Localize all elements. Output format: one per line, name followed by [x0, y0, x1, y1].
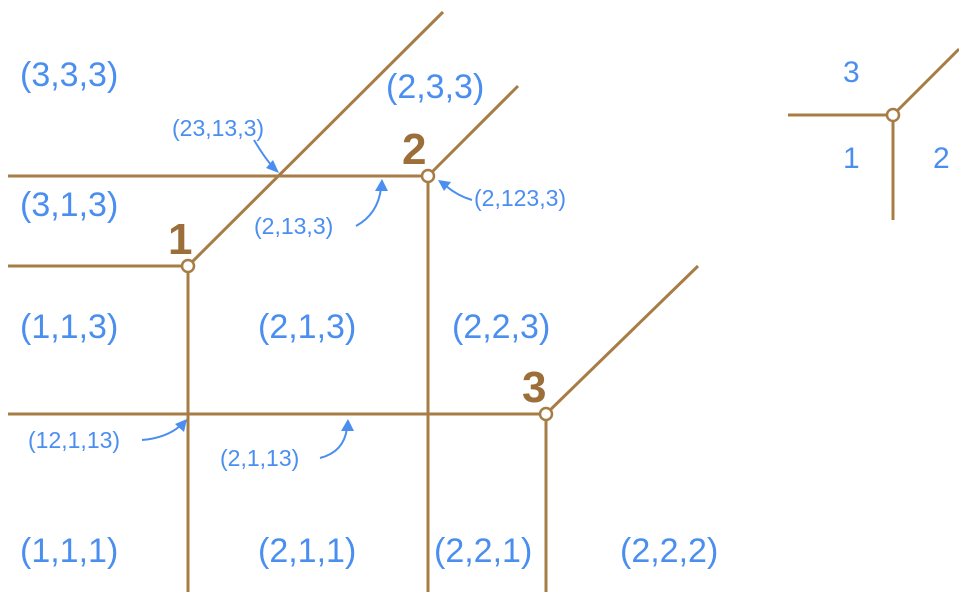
legend: 3 1 2: [843, 56, 950, 175]
edge-label-2-1-13: (2,1,13): [220, 445, 299, 471]
vertex-3-marker: [538, 406, 554, 422]
edge-vertex2-diagonal: [426, 84, 520, 178]
region-label-113: (1,1,3): [20, 308, 118, 346]
region-label-233: (2,3,3): [386, 68, 484, 106]
legend-vertex-marker: [885, 107, 901, 123]
region-label-221: (2,2,1): [434, 532, 532, 570]
vertices: [180, 107, 901, 422]
arrowhead-2-123-3-icon: [438, 180, 451, 191]
edge-label-2-13-3: (2,13,3): [254, 213, 333, 239]
pointer-2-123-3: [445, 185, 473, 201]
vertex-label-1: 1: [168, 215, 192, 264]
edge-vertex3-diagonal: [544, 264, 700, 416]
edge-label-23-13-3: (23,13,3): [172, 115, 264, 141]
arrowhead-12-1-13-icon: [175, 419, 187, 432]
pointer-12-1-13: [141, 425, 181, 441]
region-label-111: (1,1,1): [20, 532, 118, 570]
region-label-223: (2,2,3): [452, 308, 550, 346]
region-label-213: (2,1,3): [258, 308, 356, 346]
region-label-313: (3,1,3): [20, 186, 118, 224]
region-label-211: (2,1,1): [258, 532, 356, 570]
region-labels: (3,3,3) (2,3,3) (3,1,3) (1,1,3) (2,1,3) …: [20, 56, 718, 570]
legend-label-left: 1: [843, 142, 860, 175]
edge-labels: (23,13,3) (2,13,3) (2,123,3) (12,1,13) (…: [28, 115, 566, 471]
region-label-333: (3,3,3): [20, 56, 118, 94]
edge-vertex1-diagonal: [186, 10, 445, 268]
arrowhead-2-1-13-icon: [341, 419, 354, 431]
vertex-label-2: 2: [402, 125, 426, 174]
edge-label-12-1-13: (12,1,13): [28, 427, 120, 453]
pointer-arrows: [141, 139, 473, 459]
pointer-2-1-13: [319, 427, 348, 459]
legend-label-top: 3: [843, 56, 860, 89]
vertex-2-marker: [420, 168, 436, 184]
vertex-1-marker: [180, 258, 196, 274]
edges: [8, 10, 959, 592]
pointer-2-13-3: [355, 187, 382, 227]
vertex-labels: 1 2 3: [168, 125, 546, 412]
legend-edge-diagonal: [891, 47, 959, 117]
arrowhead-23-13-3-icon: [266, 160, 279, 173]
region-label-222: (2,2,2): [620, 532, 718, 570]
arrowhead-2-13-3-icon: [375, 179, 388, 191]
legend-label-right: 2: [933, 142, 950, 175]
vertex-label-3: 3: [522, 363, 546, 412]
edge-label-2-123-3: (2,123,3): [474, 185, 566, 211]
